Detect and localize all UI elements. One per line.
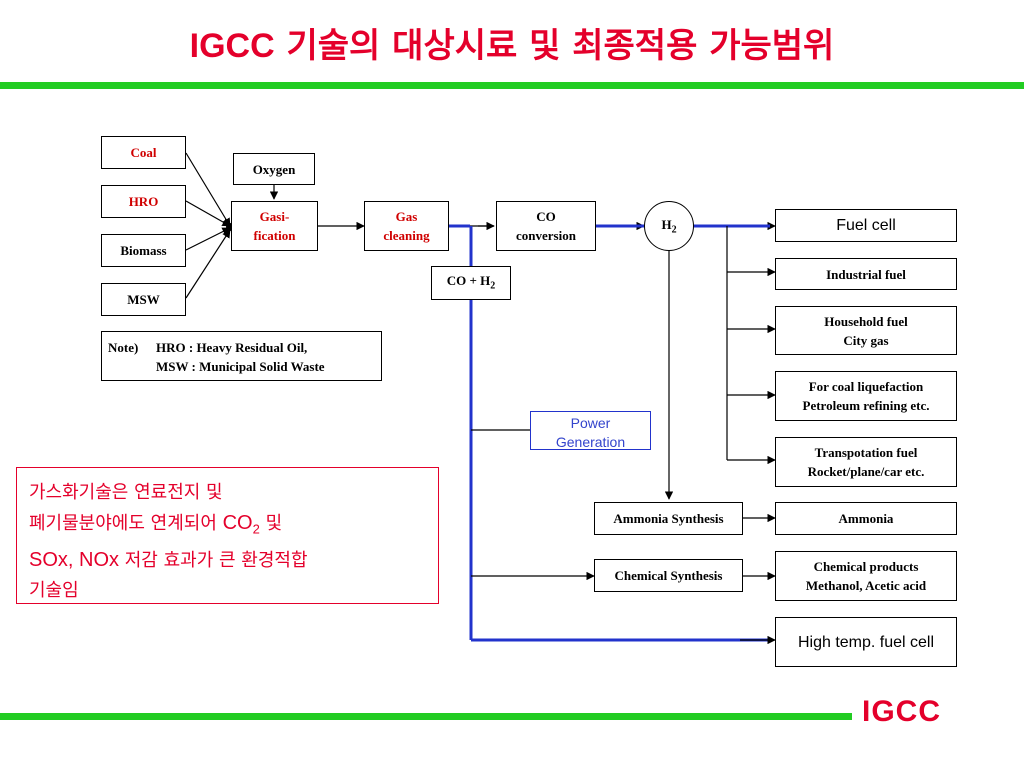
korean-summary-box: 가스화기술은 연료전지 및 폐기물분야에도 연계되어 CO2 및 SOx, NO… xyxy=(16,467,439,604)
product-ammonia: Ammonia xyxy=(775,502,957,535)
feedstock-msw: MSW xyxy=(101,283,186,316)
feedstock-coal: Coal xyxy=(101,136,186,169)
product-fuel-cell: Fuel cell xyxy=(775,209,957,242)
feedstock-biomass: Biomass xyxy=(101,234,186,267)
hydrogen-node: H2 xyxy=(644,201,694,251)
abbreviation-note: Note) HRO : Heavy Residual Oil, MSW : Mu… xyxy=(101,331,382,381)
top-green-bar xyxy=(0,82,1024,89)
title-acronym: IGCC xyxy=(189,27,275,65)
gasification-box: Gasi-fication xyxy=(231,201,318,251)
chemical-synthesis-box: Chemical Synthesis xyxy=(594,559,743,592)
product-industrial-fuel: Industrial fuel xyxy=(775,258,957,290)
bottom-green-bar xyxy=(0,713,852,720)
syngas-box: CO + H2 xyxy=(431,266,511,300)
ammonia-synthesis-box: Ammonia Synthesis xyxy=(594,502,743,535)
title-korean: 기술의 대상시료 및 최종적용 가능범위 xyxy=(286,26,835,66)
feedstock-hro: HRO xyxy=(101,185,186,218)
product-high-temp-fuel-cell: High temp. fuel cell xyxy=(775,617,957,667)
igcc-logo: IGCC xyxy=(862,695,941,728)
page-title: IGCC 기술의 대상시료 및 최종적용 가능범위 xyxy=(0,18,1024,67)
oxygen-box: Oxygen xyxy=(233,153,315,185)
